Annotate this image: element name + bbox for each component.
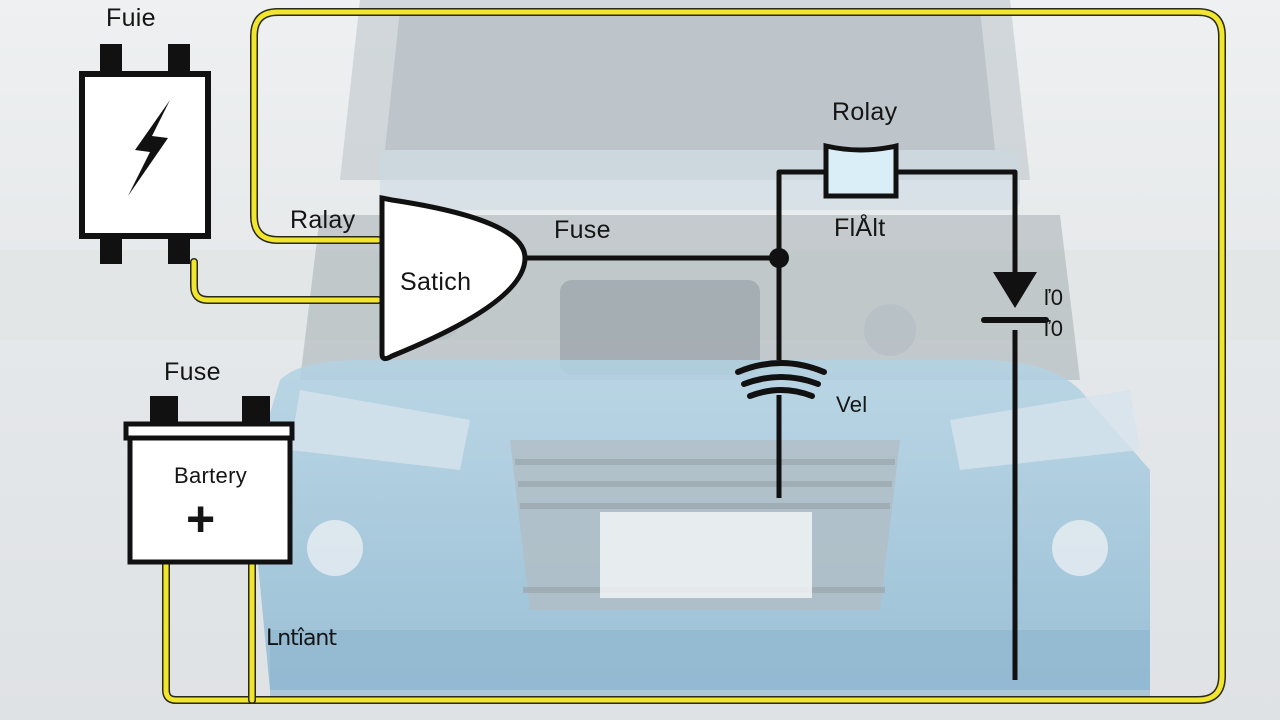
switch-component bbox=[379, 194, 528, 362]
relay-top-label: Rolay bbox=[832, 98, 898, 126]
switch-label: Satich bbox=[400, 268, 472, 296]
diode-symbol bbox=[981, 272, 1049, 323]
battery-component bbox=[123, 396, 295, 565]
junction-node bbox=[769, 248, 789, 268]
battery-title-label: Fuse bbox=[164, 358, 221, 386]
relay-to-diode-wire bbox=[896, 169, 1018, 272]
node-to-relay-wire bbox=[776, 169, 826, 258]
capacitor-label: Vel bbox=[836, 392, 868, 417]
relay-wire-label: Ralay bbox=[290, 206, 356, 234]
battery-plus-symbol: + bbox=[186, 491, 216, 547]
black-wires bbox=[525, 169, 1018, 680]
diode-label-top: ľ0 bbox=[1044, 285, 1064, 310]
fuse-element-label: FlÅlt bbox=[834, 214, 886, 242]
capacitor-symbol bbox=[735, 360, 827, 399]
battery-label: Bartery bbox=[174, 463, 248, 488]
fuse-component-label: Fuie bbox=[106, 4, 156, 32]
ground-label: Lntîant bbox=[266, 626, 337, 651]
lightning-bolt-icon bbox=[128, 100, 170, 196]
fuse-component bbox=[79, 44, 211, 264]
relay-component bbox=[823, 142, 899, 199]
fuse-wire-label: Fuse bbox=[554, 216, 611, 244]
yellow-wires bbox=[162, 8, 1226, 704]
diode-label-bottom: ľ0 bbox=[1044, 316, 1064, 341]
